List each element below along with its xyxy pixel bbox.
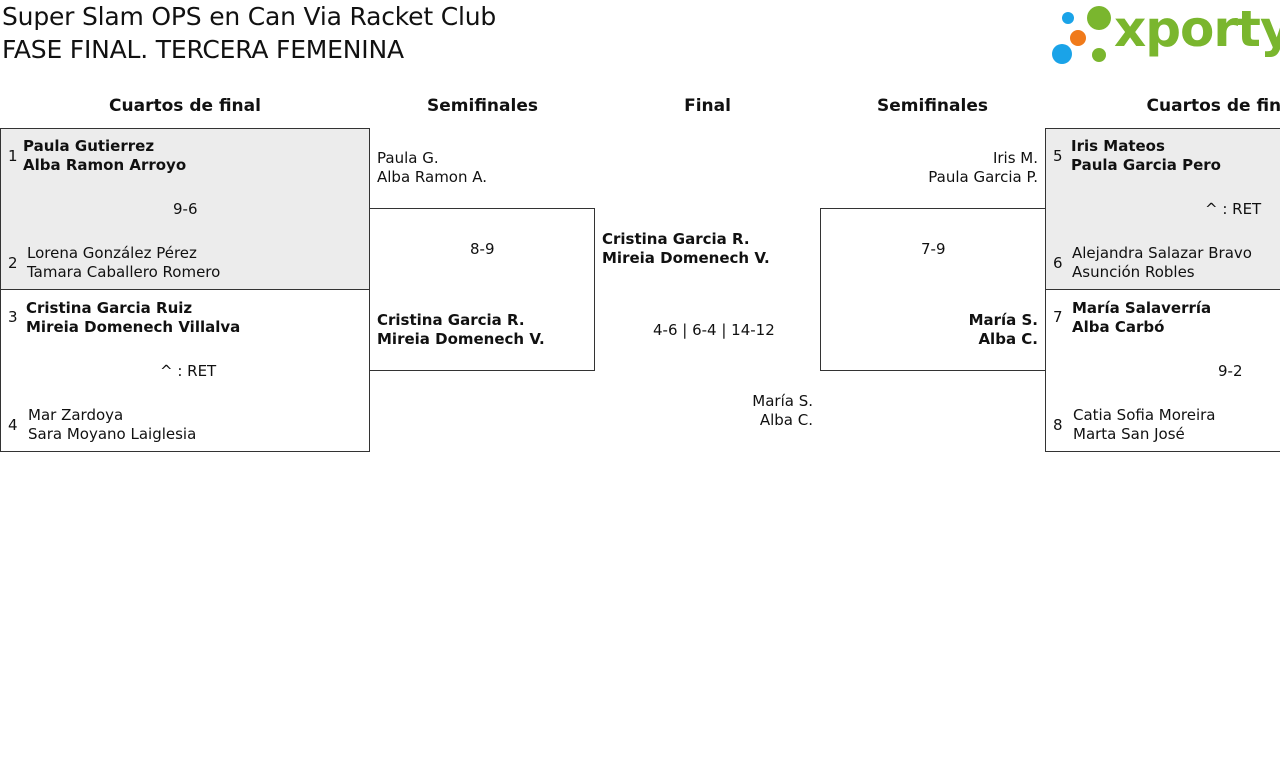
column-header-semifinals-right: Semifinales: [877, 96, 988, 116]
logo-dot-green-small: [1092, 48, 1106, 62]
player-name: Sara Moyano Laiglesia: [28, 425, 197, 443]
player-name: Lorena González Pérez: [27, 244, 197, 262]
player-name: Mar Zardoya: [28, 406, 124, 424]
player-name: Alba Ramon Arroyo: [23, 156, 187, 174]
quarterfinal-match-1[interactable]: 1 Paula Gutierrez Alba Ramon Arroyo 9-6 …: [0, 128, 370, 290]
team-loser[interactable]: Lorena González Pérez Tamara Caballero R…: [27, 244, 220, 282]
column-header-quarterfinals-right: Cuartos de final: [1146, 96, 1280, 116]
semifinal-left-team-top[interactable]: Paula G. Alba Ramon A.: [377, 149, 487, 187]
player-name: Mireia Domenech V.: [602, 249, 770, 267]
semifinal-right-team-top[interactable]: Iris M. Paula Garcia P.: [880, 149, 1038, 187]
player-name: Cristina Garcia Ruiz: [26, 299, 193, 317]
semifinal-right-score: 7-9: [921, 240, 946, 258]
seed-number: 5: [1053, 147, 1063, 165]
semifinal-right-team-bottom[interactable]: María S. Alba C.: [880, 311, 1038, 349]
match-score-retired: ^ : RET: [160, 362, 217, 380]
tournament-title: Super Slam OPS en Can Via Racket Club: [2, 2, 497, 31]
logo-wordmark: xporty: [1114, 0, 1280, 58]
player-name: Alba Ramon A.: [377, 168, 488, 186]
player-name: Marta San José: [1073, 425, 1185, 443]
logo-dot-orange: [1070, 30, 1086, 46]
player-name: Cristina Garcia R.: [377, 311, 525, 329]
player-name: Alba C.: [759, 411, 813, 429]
player-name: Paula Garcia Pero: [1071, 156, 1221, 174]
player-name: Paula Gutierrez: [23, 137, 155, 155]
player-name: Alba C.: [978, 330, 1038, 348]
player-name: Alba Carbó: [1072, 318, 1165, 336]
player-name: Mireia Domenech Villalva: [26, 318, 241, 336]
player-name: María S.: [752, 392, 813, 410]
team-winner[interactable]: Iris Mateos Paula Garcia Pero: [1071, 137, 1221, 175]
quarterfinal-match-2[interactable]: 3 Cristina Garcia Ruiz Mireia Domenech V…: [0, 289, 370, 452]
player-name: Iris Mateos: [1071, 137, 1165, 155]
team-loser[interactable]: Alejandra Salazar Bravo Asunción Robles: [1072, 244, 1252, 282]
player-name: Asunción Robles: [1072, 263, 1195, 281]
player-name: Tamara Caballero Romero: [27, 263, 221, 281]
column-header-quarterfinals-left: Cuartos de final: [109, 96, 261, 116]
final-team-loser[interactable]: María S. Alba C.: [700, 392, 813, 430]
player-name: Cristina Garcia R.: [602, 230, 750, 248]
team-loser[interactable]: Catia Sofia Moreira Marta San José: [1073, 406, 1216, 444]
logo-dot-blue: [1052, 44, 1072, 64]
column-header-final: Final: [684, 96, 731, 116]
player-name: María S.: [968, 311, 1038, 329]
seed-number: 3: [8, 308, 18, 326]
seed-number: 8: [1053, 416, 1063, 434]
match-score: 9-6: [173, 200, 198, 218]
seed-number: 2: [8, 254, 18, 272]
final-score: 4-6 | 6-4 | 14-12: [653, 321, 775, 339]
match-score: 9-2: [1218, 362, 1243, 380]
logo-dot-green: [1087, 6, 1111, 30]
semifinal-right-connector: [820, 208, 1046, 371]
player-name: María Salaverría: [1072, 299, 1212, 317]
team-winner[interactable]: Paula Gutierrez Alba Ramon Arroyo: [23, 137, 186, 175]
player-name: Catia Sofia Moreira: [1073, 406, 1216, 424]
player-name: Mireia Domenech V.: [377, 330, 545, 348]
match-score-retired: ^ : RET: [1205, 200, 1262, 218]
team-winner[interactable]: Cristina Garcia Ruiz Mireia Domenech Vil…: [26, 299, 240, 337]
player-name: Iris M.: [992, 149, 1038, 167]
seed-number: 4: [8, 416, 18, 434]
final-team-winner[interactable]: Cristina Garcia R. Mireia Domenech V.: [602, 230, 770, 268]
team-loser[interactable]: Mar Zardoya Sara Moyano Laiglesia: [28, 406, 196, 444]
logo-dot-blue-small: [1062, 12, 1074, 24]
semifinal-left-score: 8-9: [470, 240, 495, 258]
seed-number: 1: [8, 147, 18, 165]
semifinal-left-connector: [369, 208, 595, 371]
xporty-logo[interactable]: xporty: [1052, 0, 1280, 66]
seed-number: 7: [1053, 308, 1063, 326]
seed-number: 6: [1053, 254, 1063, 272]
quarterfinal-match-3[interactable]: 5 Iris Mateos Paula Garcia Pero ^ : RET …: [1045, 128, 1280, 290]
player-name: Paula G.: [377, 149, 439, 167]
column-header-semifinals-left: Semifinales: [427, 96, 538, 116]
tournament-phase: FASE FINAL. TERCERA FEMENINA: [2, 35, 404, 64]
player-name: Alejandra Salazar Bravo: [1072, 244, 1252, 262]
quarterfinal-match-4[interactable]: 7 María Salaverría Alba Carbó 9-2 8 Cati…: [1045, 289, 1280, 452]
player-name: Paula Garcia P.: [928, 168, 1038, 186]
semifinal-left-team-bottom[interactable]: Cristina Garcia R. Mireia Domenech V.: [377, 311, 545, 349]
team-winner[interactable]: María Salaverría Alba Carbó: [1072, 299, 1211, 337]
